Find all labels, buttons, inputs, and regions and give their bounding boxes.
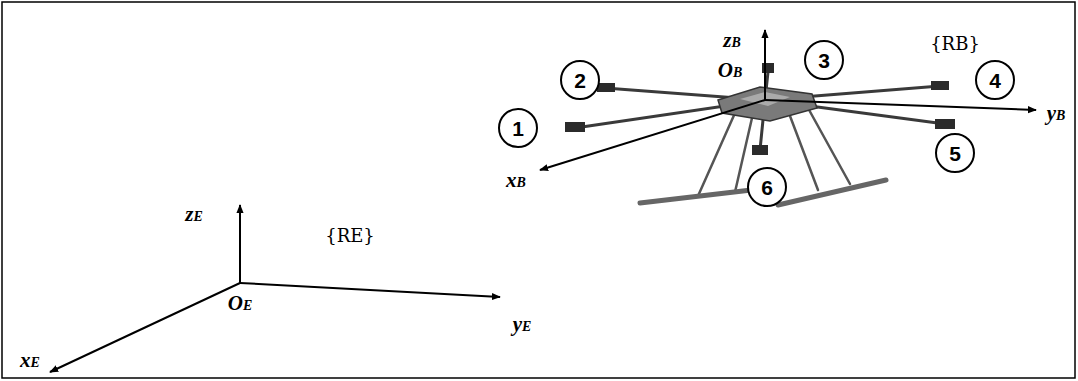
axis-label: zE bbox=[185, 204, 203, 225]
axis-label: xE bbox=[20, 350, 40, 371]
origin-label: OB bbox=[718, 60, 743, 81]
origin-label: OE bbox=[228, 293, 253, 314]
callout-number: 3 bbox=[818, 50, 830, 71]
callout-number: 1 bbox=[512, 118, 524, 139]
callout-circle: 3 bbox=[804, 40, 844, 80]
axis-label: xB bbox=[506, 170, 526, 191]
frame-label: {RB} bbox=[930, 35, 980, 53]
earth-axes bbox=[50, 205, 500, 372]
callout-number: 2 bbox=[574, 70, 586, 91]
callout-number: 6 bbox=[761, 177, 773, 198]
callout-circle: 6 bbox=[747, 167, 787, 207]
callout-circle: 5 bbox=[935, 133, 975, 173]
callout-circle: 1 bbox=[498, 108, 538, 148]
callout-circle: 4 bbox=[975, 60, 1015, 100]
axis-label: yE bbox=[513, 314, 532, 335]
frame-label: {RE} bbox=[325, 227, 375, 245]
callout-number: 4 bbox=[989, 70, 1001, 91]
callout-number: 5 bbox=[949, 143, 961, 164]
axis-label: yB bbox=[1047, 103, 1066, 124]
axis-label: zB bbox=[723, 30, 741, 51]
callout-circle: 2 bbox=[560, 60, 600, 100]
